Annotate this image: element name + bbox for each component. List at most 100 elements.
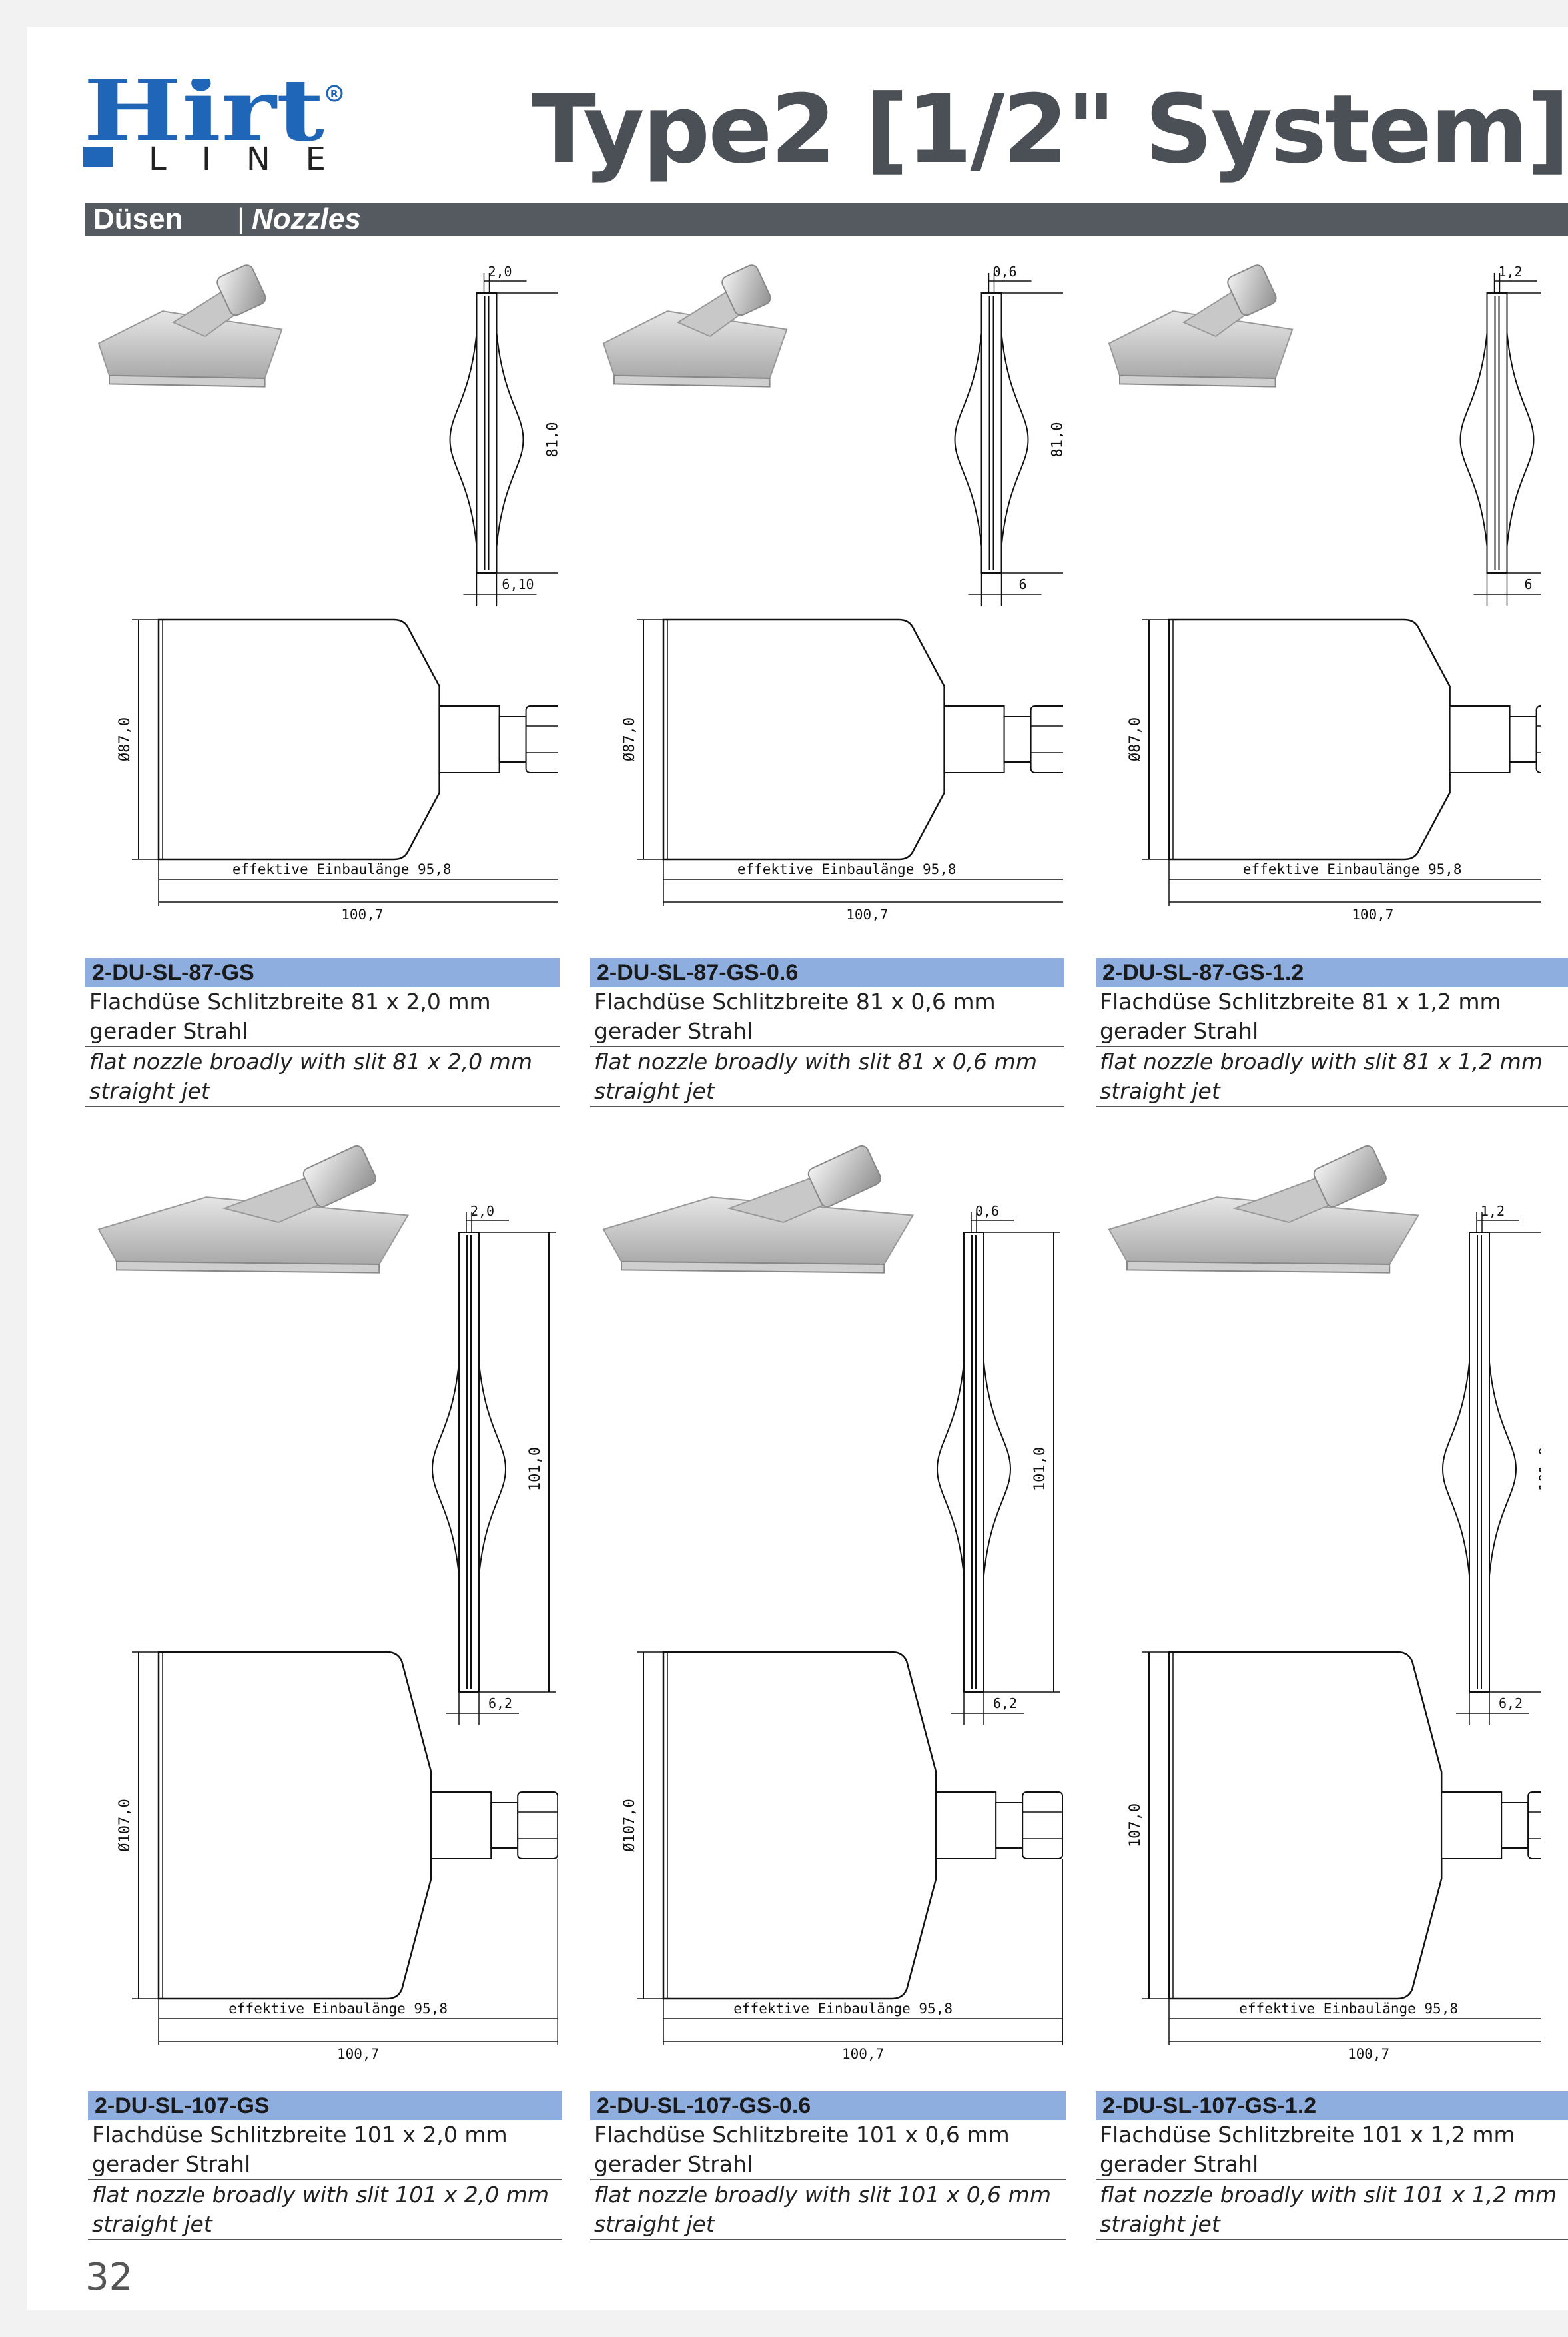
product-block: 2-DU-SL-87-GS-1.2 Flachdüse Schlitzbreit…: [1096, 958, 1568, 1107]
page-number: 32: [85, 2256, 133, 2299]
thickness-dimension: 6: [1018, 576, 1026, 592]
product-desc-en: flat nozzle broadly with slit 81 x 1,2 m…: [1100, 1049, 1543, 1075]
slit-dimension: 2,0: [470, 1203, 494, 1219]
product-desc-en: flat nozzle broadly with slit 81 x 2,0 m…: [89, 1049, 532, 1075]
product-code: 2-DU-SL-107-GS: [88, 2091, 562, 2120]
product-jet-de: gerader Strahl: [85, 1017, 560, 1047]
product-desc-de: Flachdüse Schlitzbreite 81 x 0,6 mm: [594, 989, 996, 1015]
product-jet-en: straight jet: [1096, 2210, 1568, 2240]
slit-dimension: 0,6: [992, 264, 1016, 280]
diameter-dimension: Ø87,0: [117, 717, 133, 761]
product-jet-de: gerader Strahl: [590, 2150, 1066, 2180]
total-length-dimension: 100,7: [341, 907, 383, 923]
install-length-label: effektive Einbaulänge 95,8: [1243, 861, 1462, 877]
front-view: Ø87,0 effektive Einbaulänge 95,8 100,7: [1127, 618, 1541, 923]
side-view: 81,02,06,10: [449, 264, 559, 606]
length-dimension: 101,0: [527, 1447, 544, 1491]
front-view: Ø87,0 effektive Einbaulänge 95,8 100,7: [117, 618, 558, 923]
product-desc-de: Flachdüse Schlitzbreite 101 x 2,0 mm: [92, 2122, 508, 2148]
install-length-label: effektive Einbaulänge 95,8: [737, 861, 957, 877]
diameter-dimension: 107,0: [1127, 1803, 1144, 1847]
diameter-dimension: Ø107,0: [621, 1799, 638, 1851]
svg-text:R: R: [330, 88, 338, 100]
product-block: 2-DU-SL-107-GS-0.6 Flachdüse Schlitzbrei…: [590, 2091, 1066, 2240]
total-length-dimension: 100,7: [842, 2046, 884, 2062]
install-length-label: effektive Einbaulänge 95,8: [733, 2001, 953, 2017]
length-dimension: 81,0: [1050, 422, 1064, 458]
side-view: 81,0 0,6 6: [954, 264, 1064, 606]
product-jet-de: gerader Strahl: [1096, 1017, 1568, 1047]
diameter-dimension: Ø87,0: [621, 717, 638, 761]
length-dimension: 101,0: [1537, 1447, 1541, 1491]
product-code: 2-DU-SL-107-GS-0.6: [590, 2091, 1066, 2120]
product-block: 2-DU-SL-87-GS-0.6 Flachdüse Schlitzbreit…: [590, 958, 1064, 1107]
front-view: Ø107,0 effektive Einbaulänge 95,8 100,7: [117, 1651, 558, 2062]
slit-dimension: 0,6: [975, 1203, 999, 1219]
product-code: 2-DU-SL-107-GS-1.2: [1096, 2091, 1568, 2120]
thickness-dimension: 6,10: [502, 576, 534, 592]
section-label-en: Nozzles: [252, 203, 361, 235]
product-desc-en: flat nozzle broadly with slit 101 x 0,6 …: [594, 2182, 1051, 2208]
total-length-dimension: 100,7: [1352, 907, 1393, 923]
product-code: 2-DU-SL-87-GS-0.6: [590, 958, 1064, 987]
product-jet-en: straight jet: [88, 2210, 562, 2240]
length-dimension: 81,0: [545, 422, 559, 458]
product-desc-de: Flachdüse Schlitzbreite 101 x 1,2 mm: [1100, 2122, 1515, 2148]
thickness-dimension: 6,2: [993, 1695, 1017, 1711]
nozzle-render: [602, 264, 788, 388]
section-bar: Düsen | Nozzles: [85, 203, 1568, 236]
product-desc-en: flat nozzle broadly with slit 101 x 2,0 …: [92, 2182, 549, 2208]
total-length-dimension: 100,7: [1348, 2046, 1389, 2062]
slit-dimension: 1,2: [1481, 1203, 1505, 1219]
product-jet-en: straight jet: [590, 1077, 1064, 1107]
total-length-dimension: 100,7: [337, 2046, 379, 2062]
side-view: 101,00,66,2: [936, 1203, 1060, 1725]
install-length-label: effektive Einbaulänge 95,8: [228, 2001, 448, 2017]
product-code: 2-DU-SL-87-GS-1.2: [1096, 958, 1568, 987]
registered-mark-icon: [326, 85, 343, 102]
product-desc-de: Flachdüse Schlitzbreite 81 x 1,2 mm: [1100, 989, 1501, 1015]
section-separator: |: [237, 203, 245, 235]
product-jet-de: gerader Strahl: [88, 2150, 562, 2180]
install-length-label: effektive Einbaulänge 95,8: [232, 861, 452, 877]
thickness-dimension: 6,2: [1499, 1695, 1523, 1711]
hirt-line-logo: Hirt R LINE: [83, 61, 343, 179]
diameter-dimension: Ø107,0: [117, 1799, 133, 1851]
product-jet-de: gerader Strahl: [1096, 2150, 1568, 2180]
thickness-dimension: 6,2: [488, 1695, 512, 1711]
product-desc-de: Flachdüse Schlitzbreite 81 x 2,0 mm: [89, 989, 491, 1015]
product-code: 2-DU-SL-87-GS: [85, 958, 560, 987]
nozzle-render: [602, 1145, 915, 1274]
product-desc-de: Flachdüse Schlitzbreite 101 x 0,6 mm: [594, 2122, 1010, 2148]
product-desc-en: flat nozzle broadly with slit 101 x 1,2 …: [1100, 2182, 1557, 2208]
product-block: 2-DU-SL-107-GS Flachdüse Schlitzbreite 1…: [88, 2091, 562, 2240]
product-block: 2-DU-SL-107-GS-1.2 Flachdüse Schlitzbrei…: [1096, 2091, 1568, 2240]
total-length-dimension: 100,7: [846, 907, 888, 923]
diameter-dimension: Ø87,0: [1127, 717, 1144, 761]
product-block: 2-DU-SL-87-GS Flachdüse Schlitzbreite 81…: [85, 958, 560, 1107]
front-view: Ø107,0 effektive Einbaulänge 95,8 100,7: [621, 1651, 1063, 2062]
page-title: Type2 [1/2" System]: [532, 75, 1568, 185]
product-jet-de: gerader Strahl: [590, 1017, 1064, 1047]
product-jet-en: straight jet: [1096, 1077, 1568, 1107]
nozzle-render: [97, 1145, 410, 1274]
side-view: 101,0 1,2 6,2: [1441, 1203, 1541, 1725]
nozzle-render: [1108, 264, 1294, 388]
product-desc-en: flat nozzle broadly with slit 81 x 0,6 m…: [594, 1049, 1037, 1075]
side-view: 101,0 2,0 6,2: [431, 1203, 556, 1725]
nozzle-render: [97, 264, 283, 388]
nozzle-render: [1108, 1145, 1420, 1274]
